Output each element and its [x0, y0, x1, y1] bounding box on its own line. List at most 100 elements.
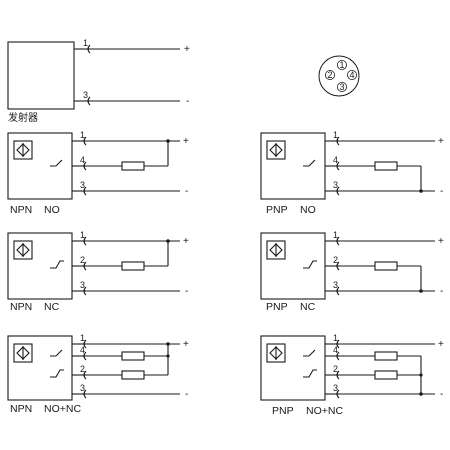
- pin-connector: [83, 261, 87, 271]
- pin-connector: [336, 236, 340, 246]
- negative-sign: -: [185, 389, 188, 400]
- connector-outline: [318, 55, 360, 97]
- load-resistor: [121, 351, 145, 361]
- sensor-mode-label: NC: [44, 301, 60, 313]
- sensing-element-icon: [266, 140, 286, 160]
- sensor-type-label: PNP: [266, 301, 288, 313]
- emitter-pin-3: 3: [83, 90, 88, 100]
- emitter-pin1-connector: [87, 44, 91, 54]
- negative-sign: -: [440, 186, 443, 197]
- sensor-mode-label: NC: [300, 301, 316, 313]
- no-switch-icon: [303, 349, 316, 357]
- sensing-element-icon: [13, 343, 33, 363]
- pin-number-3: 3: [333, 280, 338, 290]
- sensor-type-label: NPN: [10, 301, 32, 313]
- pin-number-1: 1: [333, 333, 338, 343]
- pin-connector: [83, 236, 87, 246]
- pin-connector: [336, 261, 340, 271]
- pin-connector: [83, 286, 87, 296]
- pin-number-3: 3: [333, 383, 338, 393]
- sensor-mode-label: NO: [44, 204, 60, 216]
- sensing-element-icon: [13, 140, 33, 160]
- emitter-positive-sign: +: [184, 44, 190, 55]
- emitter-pin-1: 1: [83, 38, 88, 48]
- nc-switch-icon: [50, 260, 64, 269]
- sensor-npn-nc-diagram: 1 2 3 + - NPN NC: [7, 230, 189, 313]
- negative-sign: -: [440, 286, 443, 297]
- sensor-type-label: NPN: [10, 204, 32, 216]
- sensor-box: [7, 232, 73, 300]
- pin-connector: [83, 161, 87, 171]
- pin-connector: [336, 286, 340, 296]
- sensor-type-label: PNP: [272, 405, 294, 417]
- sensor-type-label: NPN: [10, 403, 32, 415]
- emitter-label: 发射器: [8, 111, 38, 124]
- pin-number-4: 4: [80, 345, 85, 355]
- pin-connector: [336, 161, 340, 171]
- connector-pinout: 1 2 3 4: [318, 55, 360, 97]
- connector-pin-4: 4: [349, 70, 354, 80]
- sensing-element-icon: [266, 343, 286, 363]
- load-resistor: [374, 261, 398, 271]
- pin-number-3: 3: [80, 383, 85, 393]
- load-resistor: [374, 161, 398, 171]
- pin-number-3: 3: [80, 180, 85, 190]
- pin-number-1: 1: [80, 230, 85, 240]
- emitter-pin3-connector: [87, 96, 91, 106]
- pin-number-1: 1: [333, 130, 338, 140]
- emitter-box: [7, 41, 75, 110]
- pin-connector: [336, 186, 340, 196]
- nc-switch-icon: [303, 260, 317, 269]
- pin-connector: [83, 186, 87, 196]
- negative-sign: -: [440, 389, 443, 400]
- pin-connector: [336, 351, 340, 361]
- pin-connector: [83, 389, 87, 399]
- pin-number-3: 3: [80, 280, 85, 290]
- pin-number-2: 2: [80, 364, 85, 374]
- sensor-type-label: PNP: [266, 204, 288, 216]
- sensor-mode-label: NO: [300, 204, 316, 216]
- negative-sign: -: [185, 186, 188, 197]
- pin-number-1: 1: [80, 130, 85, 140]
- pin-connector: [83, 370, 87, 380]
- sensor-box: [260, 232, 326, 300]
- positive-sign: +: [183, 236, 189, 247]
- load-resistor: [121, 161, 145, 171]
- pin-connector: [336, 370, 340, 380]
- negative-sign: -: [185, 286, 188, 297]
- connector-pin-3: 3: [339, 82, 344, 92]
- load-resistor: [121, 370, 145, 380]
- sensor-box: [260, 132, 326, 200]
- sensor-mode-label: NO+NC: [306, 405, 343, 417]
- pin-connector: [336, 339, 340, 349]
- positive-sign: +: [438, 236, 444, 247]
- pin-connector: [83, 136, 87, 146]
- sensing-element-icon: [266, 240, 286, 260]
- sensor-npn-no-diagram: 1 4 3 + - NPN NO: [7, 130, 189, 216]
- pin-connector: [336, 136, 340, 146]
- pin-connector: [336, 389, 340, 399]
- positive-sign: +: [438, 339, 444, 350]
- connector-pin-1: 1: [339, 60, 344, 70]
- pin-number-1: 1: [333, 230, 338, 240]
- positive-sign: +: [438, 136, 444, 147]
- connector-pin-2: 2: [327, 70, 332, 80]
- sensor-box: [260, 335, 326, 401]
- pin-number-2: 2: [333, 364, 338, 374]
- load-resistor: [374, 351, 398, 361]
- pin-number-2: 2: [80, 255, 85, 265]
- no-switch-icon: [303, 159, 316, 167]
- no-switch-icon: [50, 159, 63, 167]
- pin-connector: [83, 351, 87, 361]
- positive-sign: +: [183, 339, 189, 350]
- sensing-element-icon: [13, 240, 33, 260]
- pin-number-4: 4: [80, 155, 85, 165]
- sensor-box: [7, 335, 73, 401]
- positive-sign: +: [183, 136, 189, 147]
- sensor-box: [7, 132, 73, 200]
- emitter-diagram: 1 + 3 - 发射器: [7, 38, 190, 124]
